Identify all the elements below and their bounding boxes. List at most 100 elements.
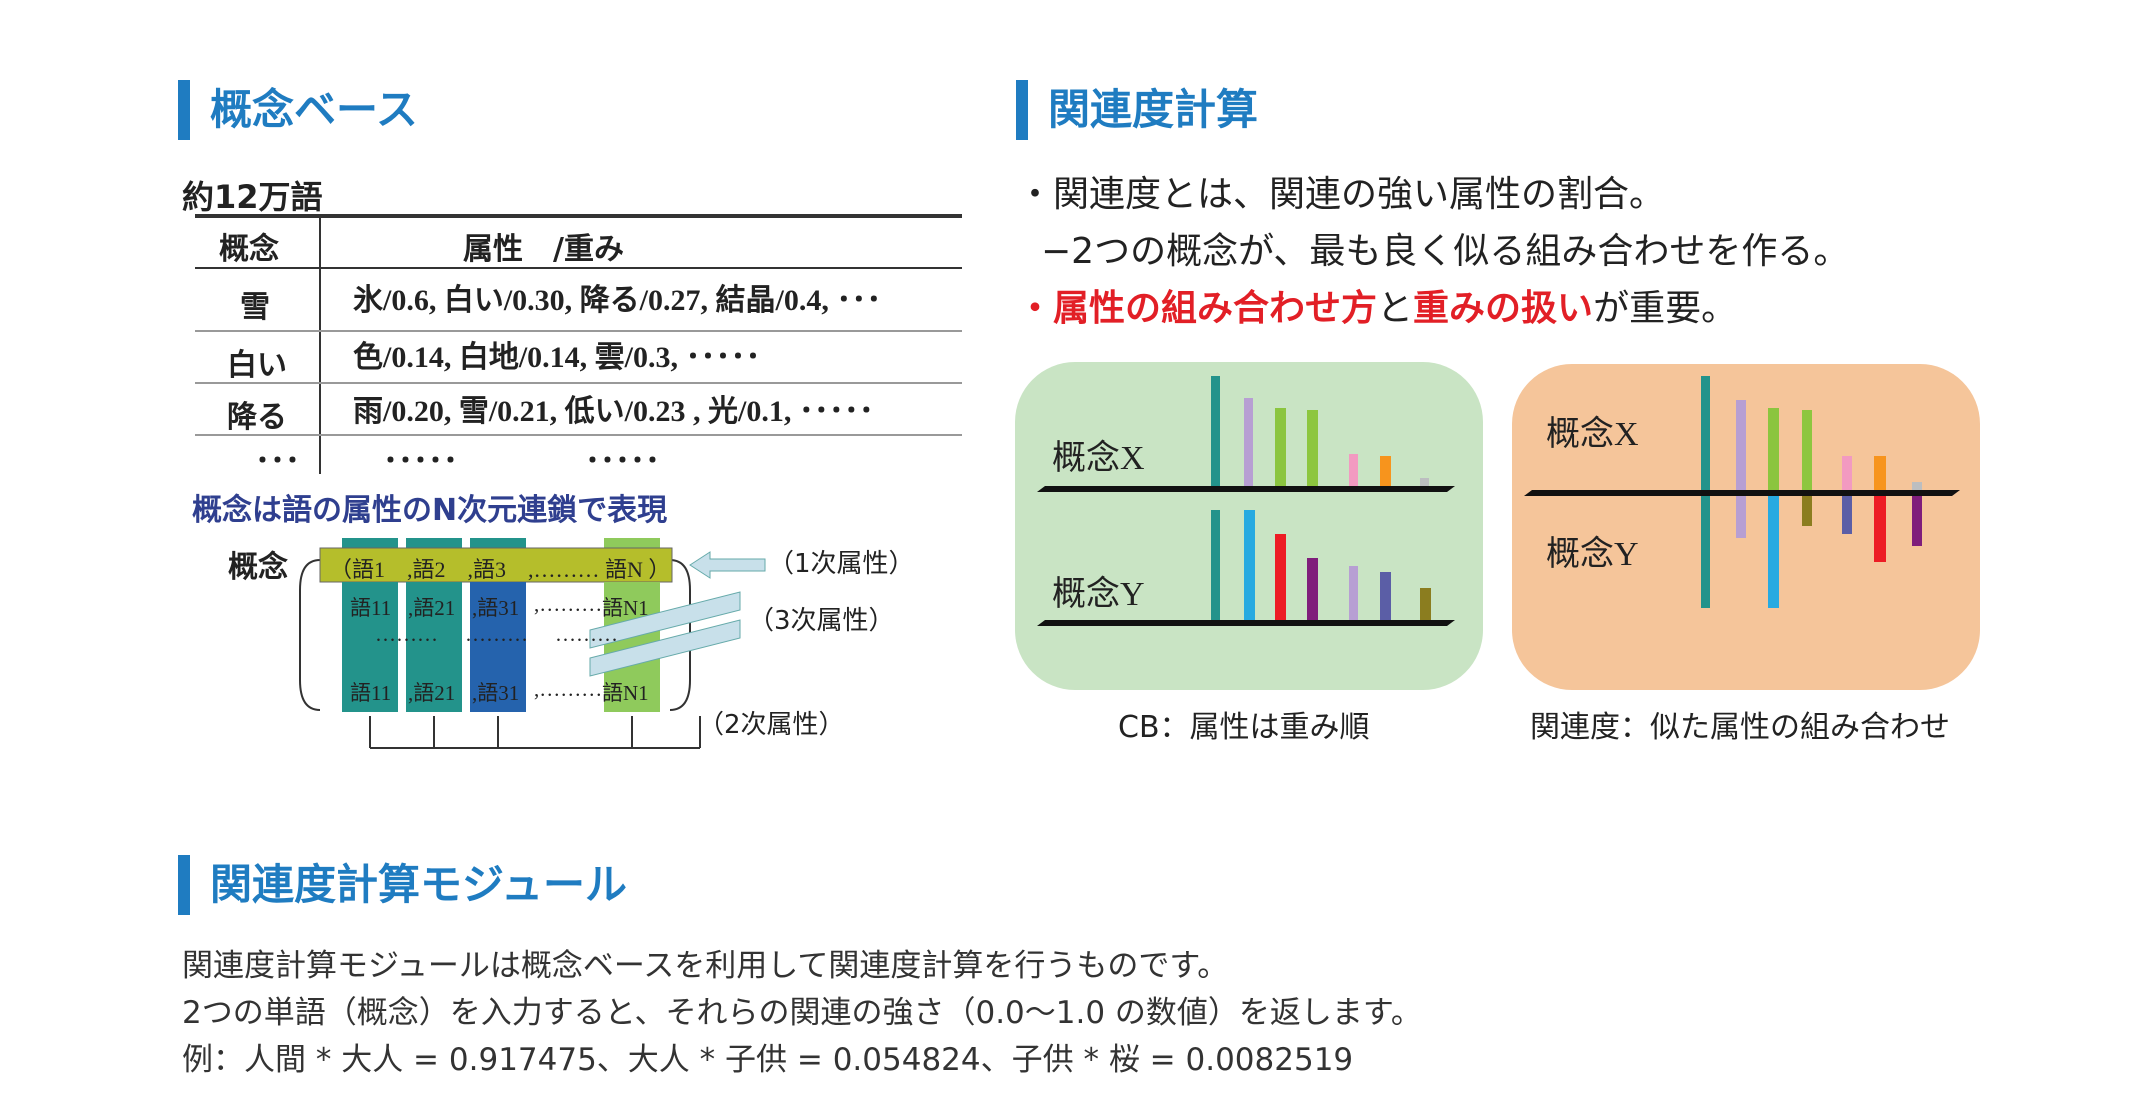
bar (1380, 572, 1391, 620)
cb-caption: CB：属性は重み順 (1118, 710, 1370, 745)
table-row-concept: 白い (227, 348, 287, 383)
table-top-rule (195, 214, 962, 218)
cb-label-y: 概念Y (1052, 576, 1145, 613)
table-row-rule (195, 330, 962, 332)
col-dots: ……… (465, 622, 528, 646)
module-description: 関連度計算モジュールは概念ベースを利用して関連度計算を行うものです。 2つの単語… (182, 943, 1422, 1084)
bullet-connector: と (1377, 288, 1414, 329)
table-row-attrs: 雨/0.20, 雪/0.21, 低い/0.23 , 光/0.1, ･････ (353, 395, 874, 428)
bar (1701, 376, 1710, 490)
bar (1736, 400, 1746, 490)
concept-base-heading: 概念ベース (178, 80, 418, 140)
col-word: 語N1 (602, 681, 649, 705)
axis-shared (1524, 490, 1960, 496)
table-ellipsis-attr: ･････ (383, 444, 458, 479)
bar (1842, 456, 1852, 490)
heading-accent-bar (1016, 80, 1028, 140)
relatedness-label-x: 概念X (1546, 416, 1639, 453)
concept-chain-diagram (299, 538, 766, 749)
relatedness-label-y: 概念Y (1546, 536, 1639, 573)
table-row-concept: 雪 (240, 290, 270, 325)
bar (1912, 482, 1922, 490)
left-bracket (299, 559, 321, 711)
relatedness-caption: 関連度：似た属性の組み合わせ (1530, 710, 1950, 745)
bar (1912, 496, 1922, 546)
bar (1874, 496, 1886, 562)
module-heading: 関連度計算モジュール (178, 855, 628, 915)
module-line: 関連度計算モジュールは概念ベースを利用して関連度計算を行うものです。 (182, 948, 1229, 984)
bar (1349, 566, 1358, 620)
attr-column (342, 582, 398, 712)
bar (1307, 410, 1318, 486)
bullet-definition: ・関連度とは、関連の強い属性の割合。 (1017, 174, 1666, 215)
relatedness-heading-text: 関連度計算 (1048, 85, 1259, 134)
bar (1768, 408, 1779, 490)
emphasis-combination: 属性の組み合わせ方 (1053, 288, 1378, 329)
col-word: 語N1 (602, 596, 649, 620)
word-count-label: 約12万語 (182, 178, 323, 216)
bar (1420, 588, 1431, 620)
module-heading-text: 関連度計算モジュール (210, 860, 628, 909)
concept-table: 概念 属性 /重み 雪 氷/0.6, 白い/0.30, 降る/0.27, 結晶/… (195, 212, 962, 479)
bar (1211, 510, 1220, 620)
concept-base-heading-text: 概念ベース (210, 85, 418, 134)
col-dots: ……… (375, 622, 438, 646)
concept-chain-caption: 概念は語の属性のN次元連鎖で表現 (192, 493, 668, 528)
attr-column (406, 582, 462, 712)
bullet-prefix: ・ (1017, 288, 1054, 329)
bar (1275, 408, 1286, 486)
first-order-bar (319, 547, 673, 583)
axis-x (1037, 486, 1455, 492)
table-bottom-rule (195, 434, 962, 436)
relatedness-heading: 関連度計算 (1016, 80, 1259, 140)
bar (1380, 456, 1391, 486)
col-word: ,語31 (472, 681, 520, 705)
bar (1802, 410, 1812, 490)
emphasis-weight: 重みの扱い (1413, 288, 1594, 329)
diagram-concept-label: 概念 (228, 550, 288, 585)
col-dots: ……… (555, 622, 618, 646)
col-word: ,……… (534, 592, 603, 616)
bar (1275, 534, 1286, 620)
third-order-plane (589, 591, 741, 649)
bar (1420, 478, 1429, 486)
table-header-concept: 概念 (219, 232, 279, 267)
bar (1768, 496, 1779, 608)
bar (1307, 558, 1318, 620)
bar (1802, 496, 1812, 526)
table-row-rule (195, 382, 962, 384)
attr-column (470, 582, 526, 712)
bar (1244, 398, 1253, 486)
bullet-sub: −2つの概念が、最も良く似る組み合わせを作る。 (1041, 231, 1850, 272)
second-order-label: （2次属性） (698, 710, 845, 740)
bullet-important: ・属性の組み合わせ方と重みの扱いが重要。 (1017, 280, 1849, 337)
table-ellipsis-attr: ･････ (585, 444, 660, 479)
bar (1244, 510, 1255, 620)
first-order-row-text: （語1 ,語2 ,語3 ,……… 語N ） (330, 557, 671, 582)
table-ellipsis-concept: ･･･ (255, 444, 300, 479)
cb-bars (1037, 376, 1455, 626)
col-word: ,語21 (408, 596, 456, 620)
module-example: 例：人間 * 大人 = 0.917475、大人 * 子供 = 0.054824、… (182, 1042, 1354, 1078)
bar (1736, 496, 1746, 538)
third-order-label: （3次属性） (748, 606, 895, 636)
cb-label-x: 概念X (1052, 440, 1145, 477)
bullet-ending: が重要。 (1593, 288, 1738, 329)
first-order-arrow (689, 551, 766, 579)
table-row-concept: 降る (227, 400, 287, 435)
module-line: 2つの単語（概念）を入力すると、それらの関連の強さ（0.0〜1.0 の数値）を返… (182, 995, 1422, 1031)
third-order-plane (589, 619, 741, 677)
relatedness-bars (1524, 376, 1960, 608)
table-row-attrs: 色/0.14, 白地/0.14, 雲/0.3, ･････ (353, 341, 761, 374)
col-word: ,……… (534, 677, 603, 701)
col-word: 語11 (350, 681, 392, 705)
relatedness-bullets: ・関連度とは、関連の強い属性の割合。 −2つの概念が、最も良く似る組み合わせを作… (1017, 166, 1849, 337)
table-header-attr: 属性 /重み (463, 232, 624, 267)
bar (1842, 496, 1852, 534)
axis-y (1037, 620, 1455, 626)
bar (1701, 496, 1710, 608)
col-word: ,語21 (408, 681, 456, 705)
table-column-divider (319, 218, 321, 474)
first-order-label: （1次属性） (768, 549, 915, 579)
table-row-attrs: 氷/0.6, 白い/0.30, 降る/0.27, 結晶/0.4, ･･･ (353, 284, 882, 317)
